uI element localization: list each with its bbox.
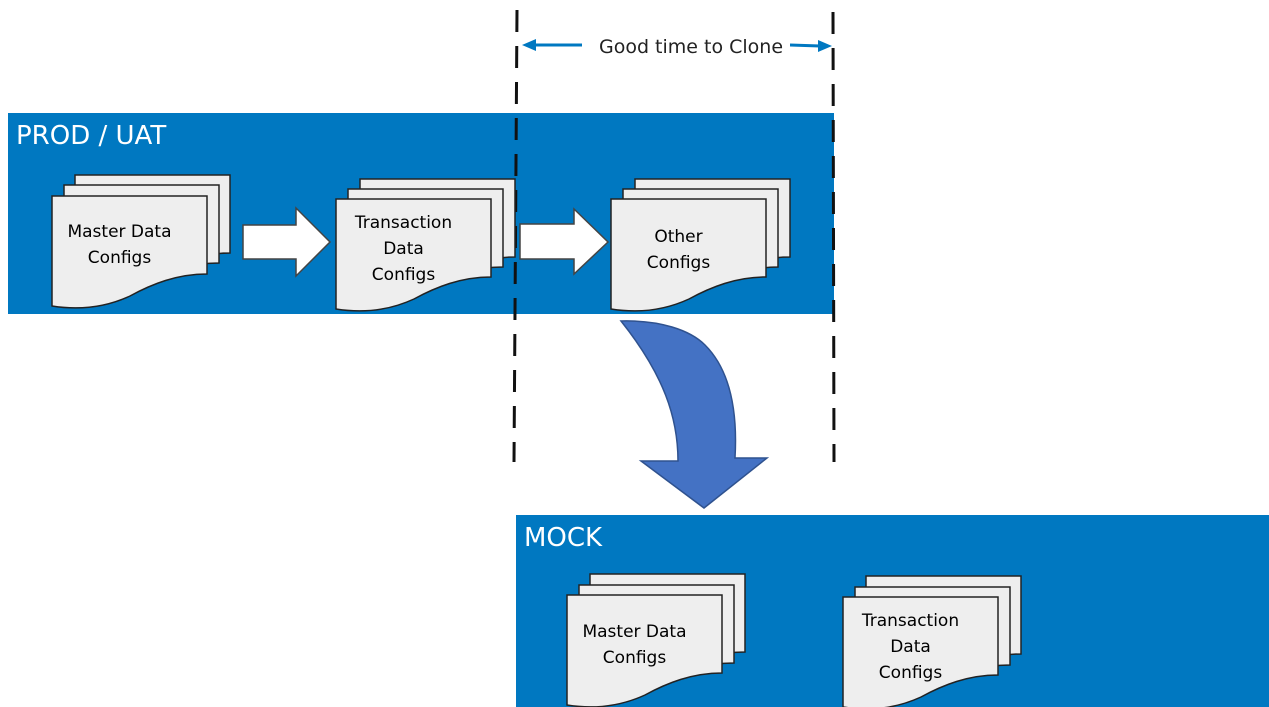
mock-master-data-label: Master Data Configs <box>582 622 687 668</box>
clone-left-arrow <box>522 39 582 51</box>
prod-uat-title: PROD / UAT <box>16 121 167 151</box>
prod-other-configs-label: Other Configs <box>646 227 711 273</box>
prod-transaction-data-label: Transaction Data Configs <box>354 213 453 285</box>
clone-curved-arrow <box>619 320 770 509</box>
clone-right-arrow <box>789 40 832 52</box>
mock-transaction-data-label: Transaction Data Configs <box>861 611 960 683</box>
clone-window-label: Good time to Clone <box>592 33 790 61</box>
prod-master-data-label: Master Data Configs <box>67 222 172 268</box>
mock-title: MOCK <box>524 523 603 553</box>
